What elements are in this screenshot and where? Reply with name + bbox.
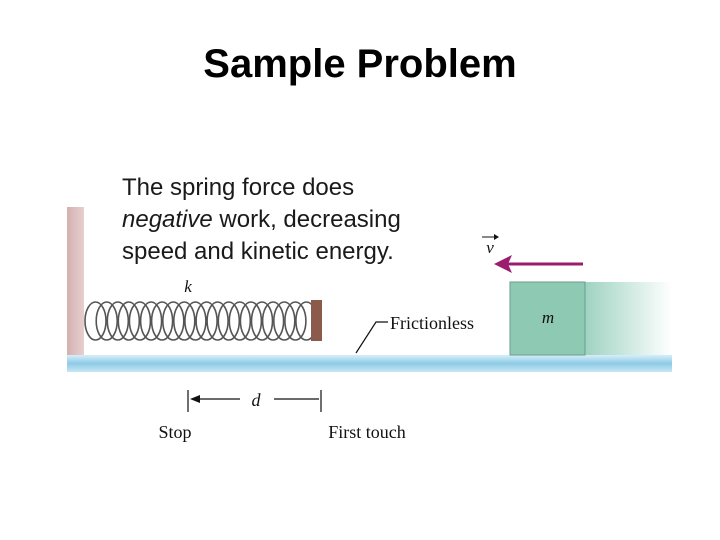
caption-line-3: speed and kinetic energy. (122, 238, 394, 265)
diagram-caption: The spring force does negative work, dec… (122, 172, 401, 268)
spring (84, 301, 318, 341)
floor (67, 355, 672, 372)
caption-line-1: The spring force does (122, 174, 355, 201)
caption-line-2-rest: work, decreasing (212, 206, 401, 233)
mass-label: m (542, 308, 554, 327)
spring-coil (284, 301, 307, 341)
frictionless-leader (355, 321, 388, 354)
spring-coil (272, 301, 296, 341)
distance-indicator (187, 390, 322, 412)
spring-coil (173, 301, 196, 341)
spring-constant-label: k (184, 277, 192, 296)
spring-coil (228, 301, 252, 341)
spring-coil (239, 301, 263, 341)
caption-emphasis: negative (122, 206, 213, 233)
spring-coil (261, 301, 285, 341)
stop-label: Stop (158, 422, 191, 442)
first-touch-label: First touch (328, 422, 406, 442)
spring-coil (150, 301, 174, 341)
spring-end-plate (311, 300, 322, 341)
velocity-label: v (482, 234, 499, 257)
spring-coil (106, 301, 130, 341)
spring-coil (217, 301, 241, 341)
frictionless-label: Frictionless (390, 313, 474, 333)
svg-text:v: v (486, 238, 494, 257)
block (509, 281, 586, 356)
caption-line-2: negative work, decreasing (122, 204, 401, 236)
spring-coil (139, 301, 163, 341)
spring-coil (95, 301, 118, 341)
distance-label: d (252, 390, 262, 410)
spring-coil (206, 301, 229, 341)
spring-coil (84, 301, 107, 341)
spring-coil (184, 301, 207, 341)
spring-coil (162, 301, 185, 341)
velocity-arrow (494, 255, 583, 273)
page-title: Sample Problem (203, 42, 517, 86)
wall (67, 207, 84, 355)
spring-coil (117, 301, 141, 341)
spring-coil (195, 301, 218, 341)
motion-trail (585, 282, 672, 355)
spring-coil (250, 301, 274, 341)
spring-coil (128, 301, 152, 341)
